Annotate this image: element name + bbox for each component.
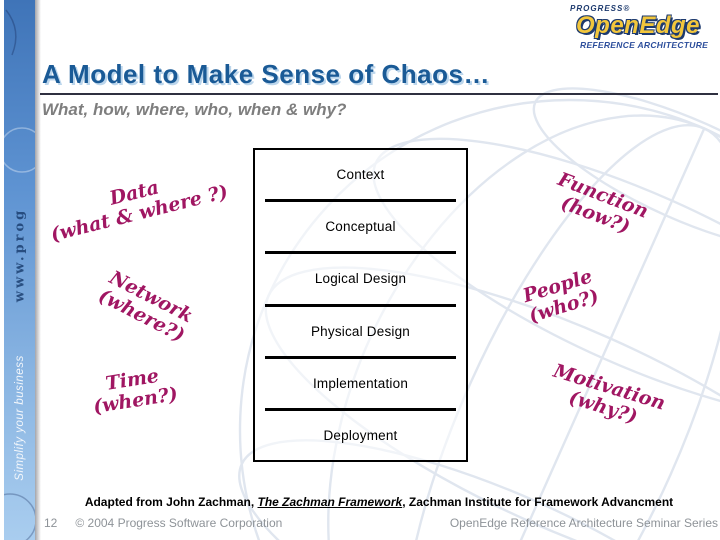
framework-level-physical-design: Physical Design	[310, 323, 411, 339]
framework-level-context: Context	[336, 167, 385, 183]
level-divider	[265, 199, 456, 203]
left-brand-bar: www.prog Simplify your business	[0, 0, 45, 540]
attribution-work-title: The Zachman Framework	[257, 495, 403, 509]
simplify-tagline: Simplify your business	[13, 355, 26, 481]
slide-footer: 12 © 2004 Progress Software Corporation …	[44, 516, 718, 530]
aspect-label-time: Time (when?)	[89, 363, 180, 419]
attribution-line: Adapted from John Zachman, The Zachman F…	[40, 495, 718, 509]
level-divider	[265, 407, 456, 411]
openedge-wordmark: OpenEdge	[576, 12, 701, 39]
framework-level-conceptual: Conceptual	[325, 219, 396, 235]
slide-title: A Model to Make Sense of Chaos…	[42, 59, 490, 89]
aspect-label-function: Function (how?)	[547, 168, 651, 243]
attribution-suffix: , Zachman Institute for Framework Advanc…	[402, 495, 674, 509]
framework-levels-box: Context Conceptual Logical Design Physic…	[253, 148, 468, 462]
level-divider	[265, 251, 456, 255]
aspect-label-data: Data (what & where ?)	[44, 161, 231, 246]
openedge-logo: PROGRESS® OpenEdge REFERENCE ARCHITECTUR…	[564, 5, 714, 50]
framework-level-implementation: Implementation	[312, 375, 409, 391]
reference-architecture-wordmark: REFERENCE ARCHITECTURE	[580, 40, 709, 50]
framework-level-deployment: Deployment	[323, 427, 398, 443]
slide-subtitle: What, how, where, who, when & why?	[42, 100, 347, 119]
aspect-label-motivation: Motivation (why?)	[545, 360, 668, 435]
framework-level-logical-design: Logical Design	[314, 271, 407, 287]
attribution-prefix: Adapted from John Zachman,	[84, 495, 258, 509]
page-number: 12	[44, 516, 58, 530]
title-underline	[40, 93, 718, 95]
progress-wordmark: PROGRESS®	[570, 4, 631, 13]
www-watermark: www.prog	[12, 207, 27, 303]
aspect-label-network: Network (where?)	[95, 267, 198, 347]
copyright-text: © 2004 Progress Software Corporation	[75, 516, 283, 530]
seminar-series-text: OpenEdge Reference Architecture Seminar …	[449, 516, 718, 530]
level-divider	[265, 355, 456, 359]
level-divider	[265, 303, 456, 307]
aspect-label-people: People (who?)	[520, 265, 601, 328]
